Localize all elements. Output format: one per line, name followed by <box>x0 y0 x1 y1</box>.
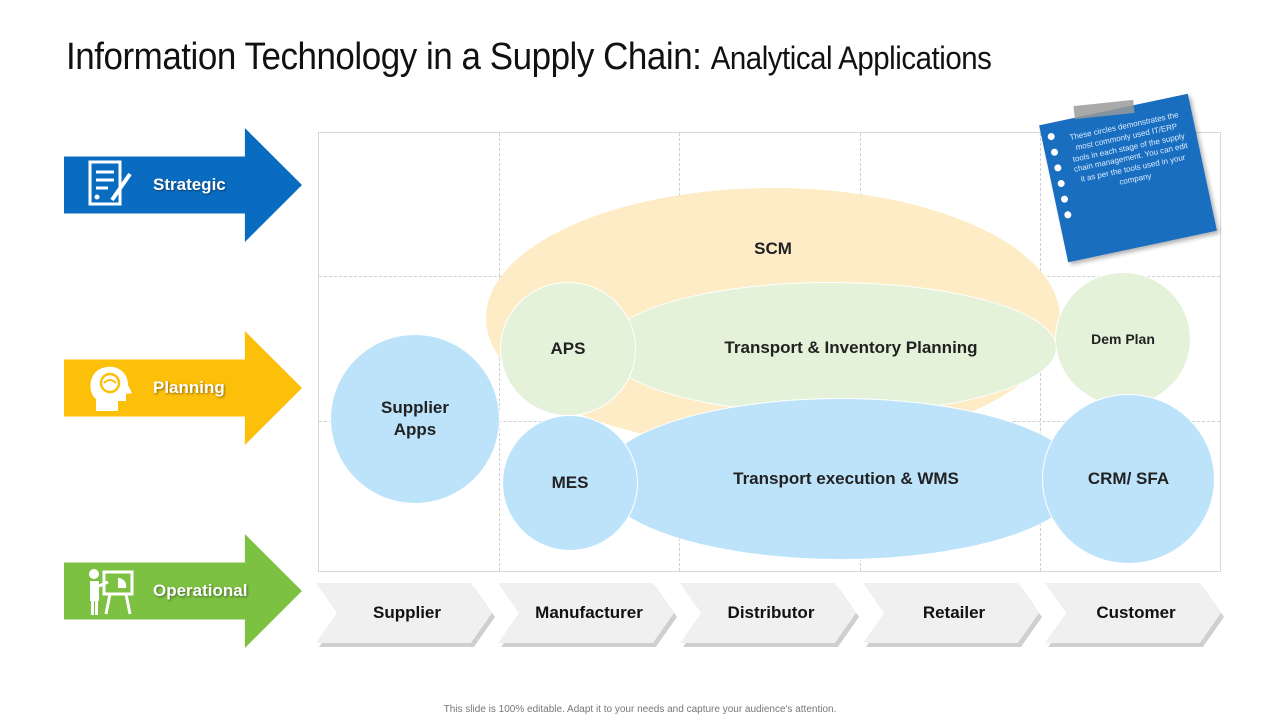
supplier-apps-bubble: Supplier Apps <box>330 334 500 504</box>
note-text: These circles demonstrates the most comm… <box>1068 110 1189 187</box>
level-label-planning: Planning <box>153 378 225 397</box>
stage-distributor: Distributor <box>680 583 859 647</box>
stage-retailer: Retailer <box>863 583 1042 647</box>
level-arrow-planning: Planning <box>64 331 302 445</box>
level-label-strategic: Strategic <box>153 175 226 194</box>
stage-manufacturer: Manufacturer <box>498 583 677 647</box>
head-brain-icon <box>90 366 132 411</box>
stage-label: Manufacturer <box>535 603 643 622</box>
presenter-board-icon <box>89 569 134 615</box>
crm-sfa-bubble: CRM/ SFA <box>1042 394 1215 564</box>
transport-execution-label: Transport execution & WMS <box>733 468 959 488</box>
transport-execution-bubble: Transport execution & WMS <box>600 398 1082 560</box>
stage-supplier: Supplier <box>316 583 495 647</box>
mes-bubble: MES <box>502 415 638 551</box>
stage-label: Distributor <box>727 603 815 622</box>
title-sub: Analytical Applications <box>710 40 992 76</box>
footer-note: This slide is 100% editable. Adapt it to… <box>443 704 837 715</box>
transport-inventory-label: Transport & Inventory Planning <box>724 337 978 357</box>
title-main: Information Technology in a Supply Chain… <box>66 36 702 78</box>
transport-inventory-bubble: Transport & Inventory Planning <box>605 282 1057 414</box>
stage-label: Supplier <box>372 603 441 622</box>
stage-label: Retailer <box>922 603 986 622</box>
dem-plan-label: Dem Plan <box>1091 330 1155 347</box>
stage-customer: Customer <box>1045 583 1224 647</box>
stage-label: Customer <box>1096 603 1176 622</box>
dem-plan-bubble: Dem Plan <box>1055 272 1191 406</box>
document-pen-icon <box>88 160 132 206</box>
mes-label: MES <box>551 472 589 492</box>
crm-sfa-label: CRM/ SFA <box>1087 468 1170 488</box>
aps-label: APS <box>550 338 586 358</box>
supplier-apps-label: Supplier Apps <box>380 397 449 439</box>
scm-label: SCM <box>754 239 792 258</box>
aps-bubble: APS <box>500 282 636 416</box>
slide-title: Information Technology in a Supply Chain… <box>66 36 992 79</box>
level-label-operational: Operational <box>153 581 248 600</box>
level-arrow-strategic: Strategic <box>64 128 302 242</box>
level-arrow-operational: Operational <box>64 534 302 648</box>
